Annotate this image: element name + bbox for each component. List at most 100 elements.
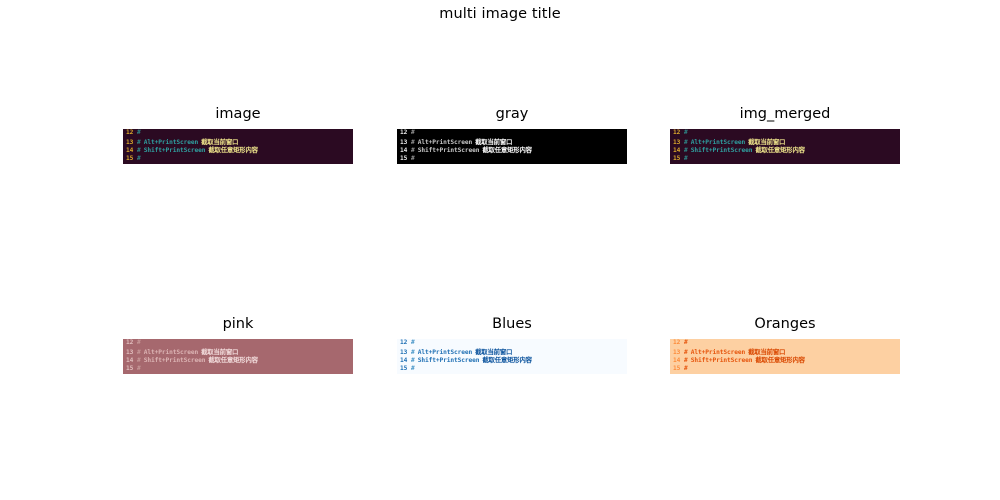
shortcut-text: Shift+PrintScreen: [690, 147, 753, 155]
shortcut-description: 截取当前窗口: [475, 347, 513, 356]
code-line-number: 14: [126, 357, 134, 365]
code-line: 12#: [123, 339, 353, 348]
code-line-number: 15: [400, 154, 408, 162]
code-line-number: 12: [673, 339, 681, 346]
code-line-number: 13: [400, 138, 408, 146]
shortcut-description: 截取任意矩形内容: [482, 356, 532, 365]
code-comment-hash: #: [411, 147, 415, 155]
code-line: 15#: [123, 365, 353, 374]
code-line-number: 12: [400, 129, 408, 136]
code-comment-hash: #: [137, 154, 141, 162]
code-line-number: 15: [673, 154, 681, 162]
code-line-number: 14: [673, 147, 681, 155]
subplot-title-oranges: Oranges: [754, 316, 816, 332]
code-line-number: 12: [400, 339, 408, 346]
code-comment-hash: #: [137, 348, 141, 356]
code-line-number: 14: [673, 357, 681, 365]
code-line: 15#: [123, 155, 353, 164]
shortcut-text: Alt+PrintScreen: [143, 348, 199, 356]
code-comment-hash: #: [411, 339, 415, 346]
shortcut-text: Alt+PrintScreen: [690, 348, 746, 356]
shortcut-text: Alt+PrintScreen: [417, 348, 473, 356]
code-line-number: 12: [126, 129, 134, 136]
shortcut-description: 截取任意矩形内容: [208, 356, 258, 365]
code-line-number: 14: [126, 147, 134, 155]
code-line-number: 13: [400, 348, 408, 356]
code-line-number: 13: [126, 348, 134, 356]
code-line-number: 15: [400, 364, 408, 372]
code-comment-hash: #: [684, 154, 688, 162]
shortcut-text: Alt+PrintScreen: [143, 138, 199, 146]
code-comment-hash: #: [411, 364, 415, 372]
code-line-number: 14: [400, 147, 408, 155]
code-comment-hash: #: [411, 138, 415, 146]
code-line-number: 13: [673, 348, 681, 356]
shortcut-description: 截取当前窗口: [475, 137, 513, 146]
shortcut-text: Alt+PrintScreen: [690, 138, 746, 146]
code-line: 15#: [397, 365, 627, 374]
code-line: 15#: [670, 155, 900, 164]
subplot-title-image: image: [215, 106, 261, 122]
shortcut-description: 截取任意矩形内容: [755, 146, 805, 155]
code-line: 12#: [670, 339, 900, 348]
shortcut-description: 截取当前窗口: [748, 347, 786, 356]
shortcut-description: 截取任意矩形内容: [482, 146, 532, 155]
code-comment-hash: #: [684, 129, 688, 136]
code-comment-hash: #: [684, 138, 688, 146]
code-line: 15#: [397, 155, 627, 164]
shortcut-text: Shift+PrintScreen: [690, 357, 753, 365]
code-comment-hash: #: [684, 147, 688, 155]
code-line-number: 13: [673, 138, 681, 146]
code-comment-hash: #: [137, 339, 141, 346]
code-comment-hash: #: [137, 364, 141, 372]
shortcut-text: Shift+PrintScreen: [143, 147, 206, 155]
code-line-number: 12: [673, 129, 681, 136]
code-comment-hash: #: [684, 357, 688, 365]
code-comment-hash: #: [411, 154, 415, 162]
code-line: 12#: [397, 129, 627, 138]
code-line-number: 13: [126, 138, 134, 146]
code-comment-hash: #: [684, 364, 688, 372]
code-comment-hash: #: [137, 129, 141, 136]
shortcut-description: 截取当前窗口: [201, 137, 239, 146]
code-line-number: 12: [126, 339, 134, 346]
shortcut-text: Shift+PrintScreen: [417, 147, 480, 155]
subplot-title-blues: Blues: [492, 316, 532, 332]
code-comment-hash: #: [137, 357, 141, 365]
shortcut-text: Shift+PrintScreen: [417, 357, 480, 365]
shortcut-description: 截取任意矩形内容: [755, 356, 805, 365]
shortcut-text: Shift+PrintScreen: [143, 357, 206, 365]
code-comment-hash: #: [137, 138, 141, 146]
code-comment-hash: #: [411, 348, 415, 356]
code-line-number: 14: [400, 357, 408, 365]
code-line-number: 15: [126, 154, 134, 162]
code-line-number: 15: [673, 364, 681, 372]
subplot-title-img-merged: img_merged: [739, 106, 831, 122]
subplot-title-pink: pink: [222, 316, 254, 332]
subplot-title-gray: gray: [495, 106, 529, 122]
code-line: 12#: [123, 129, 353, 138]
code-comment-hash: #: [684, 339, 688, 346]
shortcut-text: Alt+PrintScreen: [417, 138, 473, 146]
